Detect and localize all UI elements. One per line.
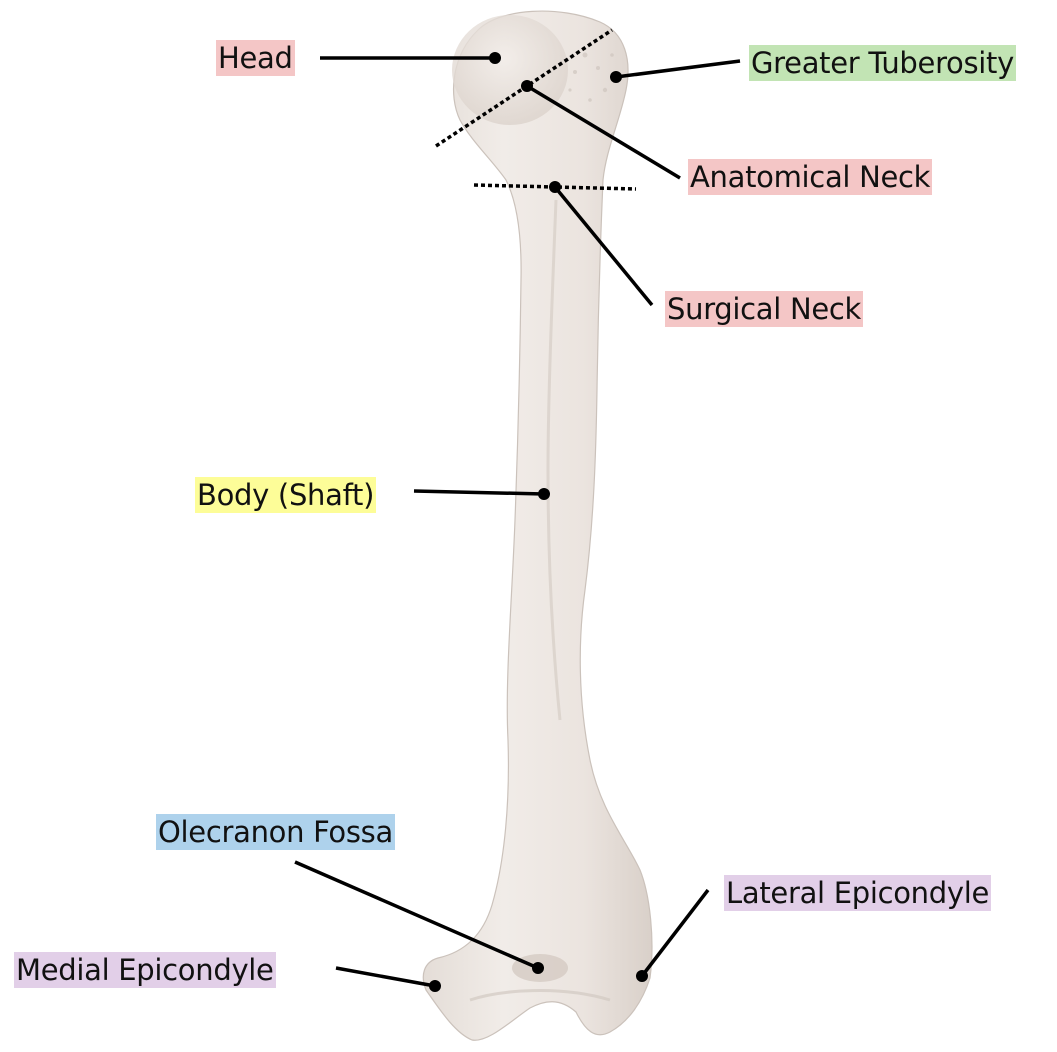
anatomical-neck-label: Anatomical Neck [688,159,932,195]
olecranon-fossa-dot [532,962,544,974]
humerus-outline [423,11,652,1040]
medial-epicondyle-dot [429,980,441,992]
lateral-epicondyle-dot [636,970,648,982]
olecranon-fossa-label: Olecranon Fossa [156,814,395,850]
medial-epicondyle-leader-line [336,968,435,986]
surgical-neck-label: Surgical Neck [665,291,863,327]
body-shaft-label: Body (Shaft) [195,477,376,513]
humeral-head-shape [452,15,568,125]
head-dot [489,52,501,64]
medial-epicondyle-label: Medial Epicondyle [14,952,276,988]
greater-tuberosity-leader-line [616,61,740,77]
surgical-neck-dot [549,181,561,193]
anatomical-neck-dot [521,80,533,92]
greater-tuberosity-dot [610,71,622,83]
body-shaft-dot [538,488,550,500]
humerus-bone [423,11,652,1040]
greater-tuberosity-label: Greater Tuberosity [749,45,1016,81]
lateral-epicondyle-label: Lateral Epicondyle [724,875,991,911]
head-label: Head [216,40,295,76]
